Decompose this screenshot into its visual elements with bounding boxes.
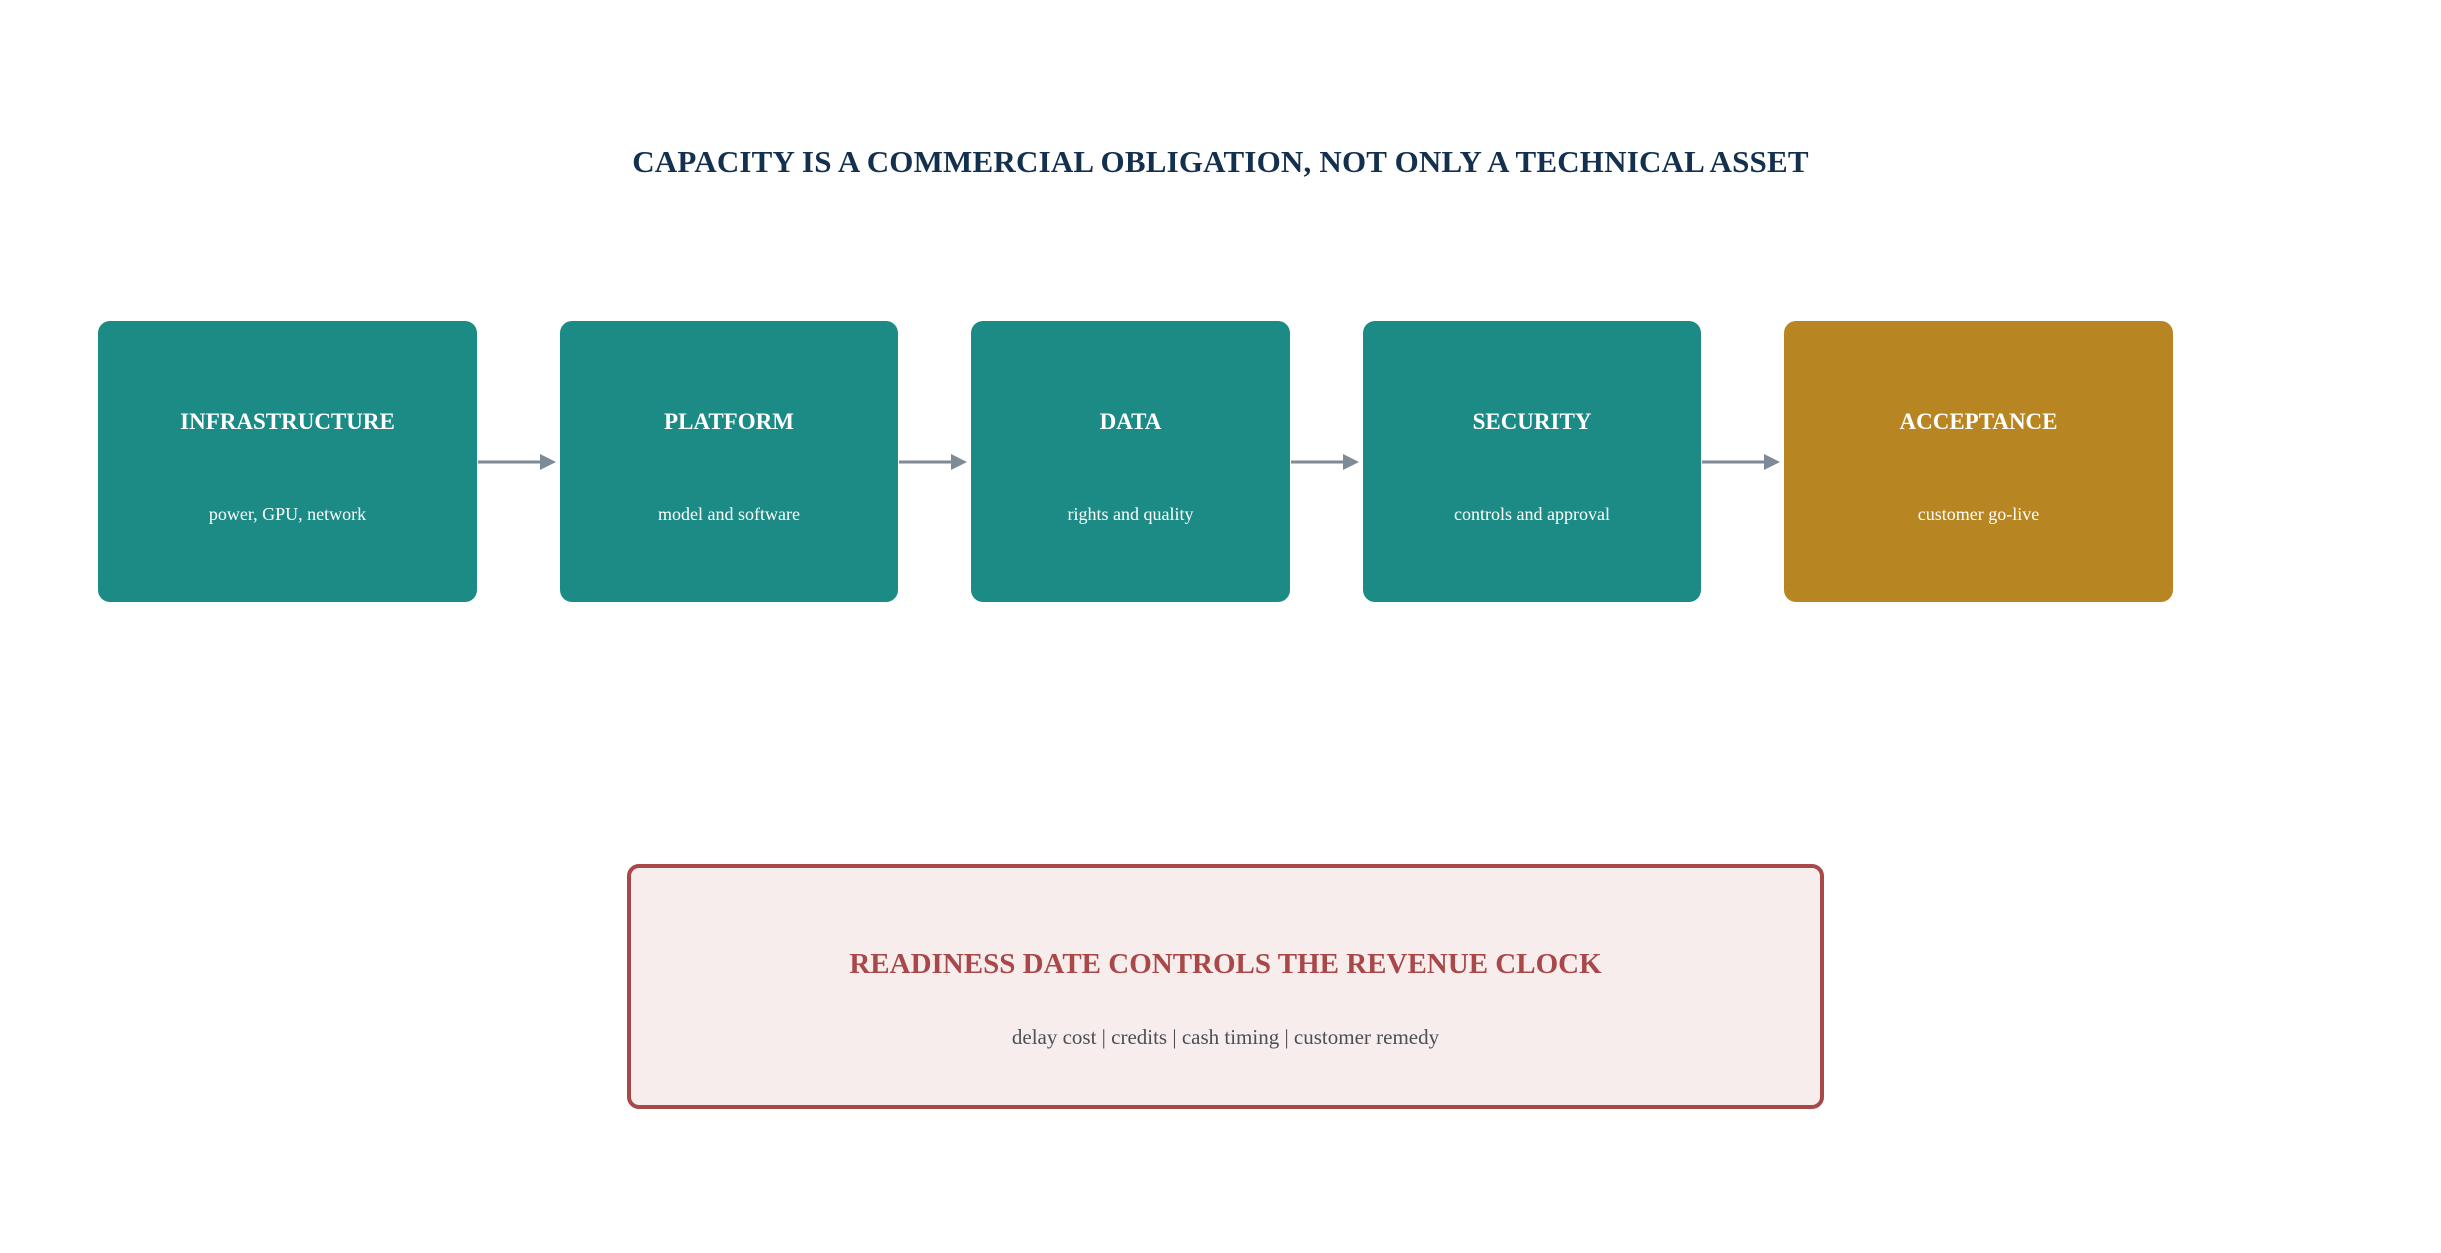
callout-subtitle: delay cost | credits | cash timing | cus…	[1011, 1025, 1440, 1049]
stage-security-title: SECURITY	[1472, 409, 1592, 434]
stage-data: DATA rights and quality	[971, 321, 1290, 602]
arrow-head-1	[540, 454, 556, 470]
stage-data-subtitle: rights and quality	[1067, 504, 1194, 524]
callout-title: READINESS DATE CONTROLS THE REVENUE CLOC…	[849, 948, 1602, 980]
stage-security: SECURITY controls and approval	[1363, 321, 1701, 602]
arrow-head-3	[1343, 454, 1359, 470]
stage-infrastructure-subtitle: power, GPU, network	[208, 504, 367, 524]
stage-platform-subtitle: model and software	[658, 504, 800, 524]
stage-infrastructure-title: INFRASTRUCTURE	[180, 409, 395, 434]
stage-security-subtitle: controls and approval	[1454, 504, 1610, 524]
stage-acceptance-subtitle: customer go-live	[1917, 504, 2040, 524]
revenue-clock-callout: READINESS DATE CONTROLS THE REVENUE CLOC…	[627, 864, 1824, 1109]
arrow-head-4	[1764, 454, 1780, 470]
stage-acceptance-title: ACCEPTANCE	[1899, 409, 2058, 434]
diagram-title: CAPACITY IS A COMMERCIAL OBLIGATION, NOT…	[632, 144, 1809, 179]
stage-platform-title: PLATFORM	[664, 409, 794, 434]
stage-platform: PLATFORM model and software	[560, 321, 898, 602]
stage-infrastructure: INFRASTRUCTURE power, GPU, network	[98, 321, 477, 602]
stage-data-title: DATA	[1099, 409, 1162, 434]
arrow-head-2	[951, 454, 967, 470]
stage-acceptance: ACCEPTANCE customer go-live	[1784, 321, 2173, 602]
